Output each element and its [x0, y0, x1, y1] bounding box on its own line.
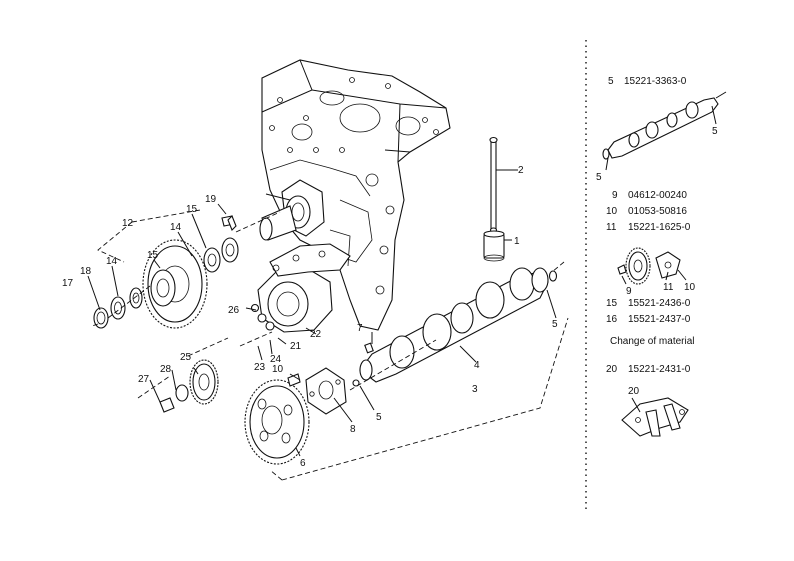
callout-15-lower: 15: [147, 250, 159, 261]
inset-label-11: 11: [663, 282, 674, 293]
callout-7: 7: [357, 323, 363, 334]
tappet: [483, 230, 505, 262]
callout-5-right: 5: [552, 319, 558, 330]
sidebar-item-11-num: 11: [606, 222, 617, 233]
callout-27: 27: [138, 374, 150, 385]
callout-10: 10: [272, 364, 284, 375]
callout-18: 18: [80, 266, 92, 277]
idler-gear: [142, 239, 208, 329]
bushings-right: [203, 215, 239, 273]
callout-3: 3: [472, 384, 478, 395]
camshaft: [359, 267, 549, 383]
callout-12: 12: [122, 218, 134, 229]
callout-1: 1: [514, 236, 520, 247]
callout-5-lower: 5: [376, 412, 382, 423]
callout-26: 26: [228, 305, 240, 316]
washers-left: [93, 287, 143, 329]
sidebar-item-10-num: 10: [606, 206, 618, 217]
callout-17: 17: [62, 278, 74, 289]
callout-25: 25: [180, 352, 192, 363]
inset-camshaft: [602, 91, 727, 171]
sidebar-item-5-code: 15221-3363-0: [624, 76, 687, 87]
sidebar-item-11-code: 15221-1625-0: [628, 222, 691, 233]
sidebar-item-20-num: 20: [606, 364, 618, 375]
sidebar-item-5-num: 5: [608, 76, 614, 87]
thrust-plate: [287, 367, 347, 415]
inset-label-5-left: 5: [596, 172, 602, 183]
callout-15-upper: 15: [186, 204, 198, 215]
inset-label-9: 9: [626, 286, 632, 297]
sidebar: 5 15221-3363-0 5 5 9 04612-00240 10 0105…: [596, 76, 727, 437]
pump-body: [250, 243, 351, 333]
cam-gear: [244, 379, 310, 465]
bearing-housing: [259, 179, 325, 241]
sidebar-item-15-code: 15521-2436-0: [628, 298, 691, 309]
inset-label-5-right: 5: [712, 126, 718, 137]
callout-28: 28: [160, 364, 172, 375]
callout-2: 2: [518, 165, 524, 176]
callout-6: 6: [300, 458, 306, 469]
pump-gear: [159, 359, 219, 413]
push-rod: [489, 136, 498, 233]
sidebar-item-16-code: 15521-2437-0: [628, 314, 691, 325]
callout-24: 24: [270, 354, 282, 365]
callout-14-lower: 14: [106, 256, 118, 267]
inset-label-20: 20: [628, 386, 640, 397]
callout-14-upper: 14: [170, 222, 182, 233]
sidebar-item-20-code: 15221-2431-0: [628, 364, 691, 375]
callout-19: 19: [205, 194, 217, 205]
inset-bracket: [621, 397, 689, 437]
inset-label-10: 10: [684, 282, 696, 293]
sidebar-item-16-num: 16: [606, 314, 618, 325]
callout-labels: 1 2 3 4 5 5 6 7 8 10 12 14 14 15 15 17 1…: [62, 165, 558, 469]
callout-23: 23: [254, 362, 266, 373]
sidebar-item-10-code: 01053-50816: [628, 206, 687, 217]
callout-8: 8: [350, 424, 356, 435]
callout-22: 22: [310, 329, 322, 340]
callout-4: 4: [474, 360, 480, 371]
sidebar-item-9-code: 04612-00240: [628, 190, 687, 201]
callout-21: 21: [290, 341, 302, 352]
inset-gear: [617, 247, 687, 285]
change-of-material-note: Change of material: [610, 336, 695, 347]
sidebar-item-9-num: 9: [612, 190, 618, 201]
sidebar-item-15-num: 15: [606, 298, 618, 309]
